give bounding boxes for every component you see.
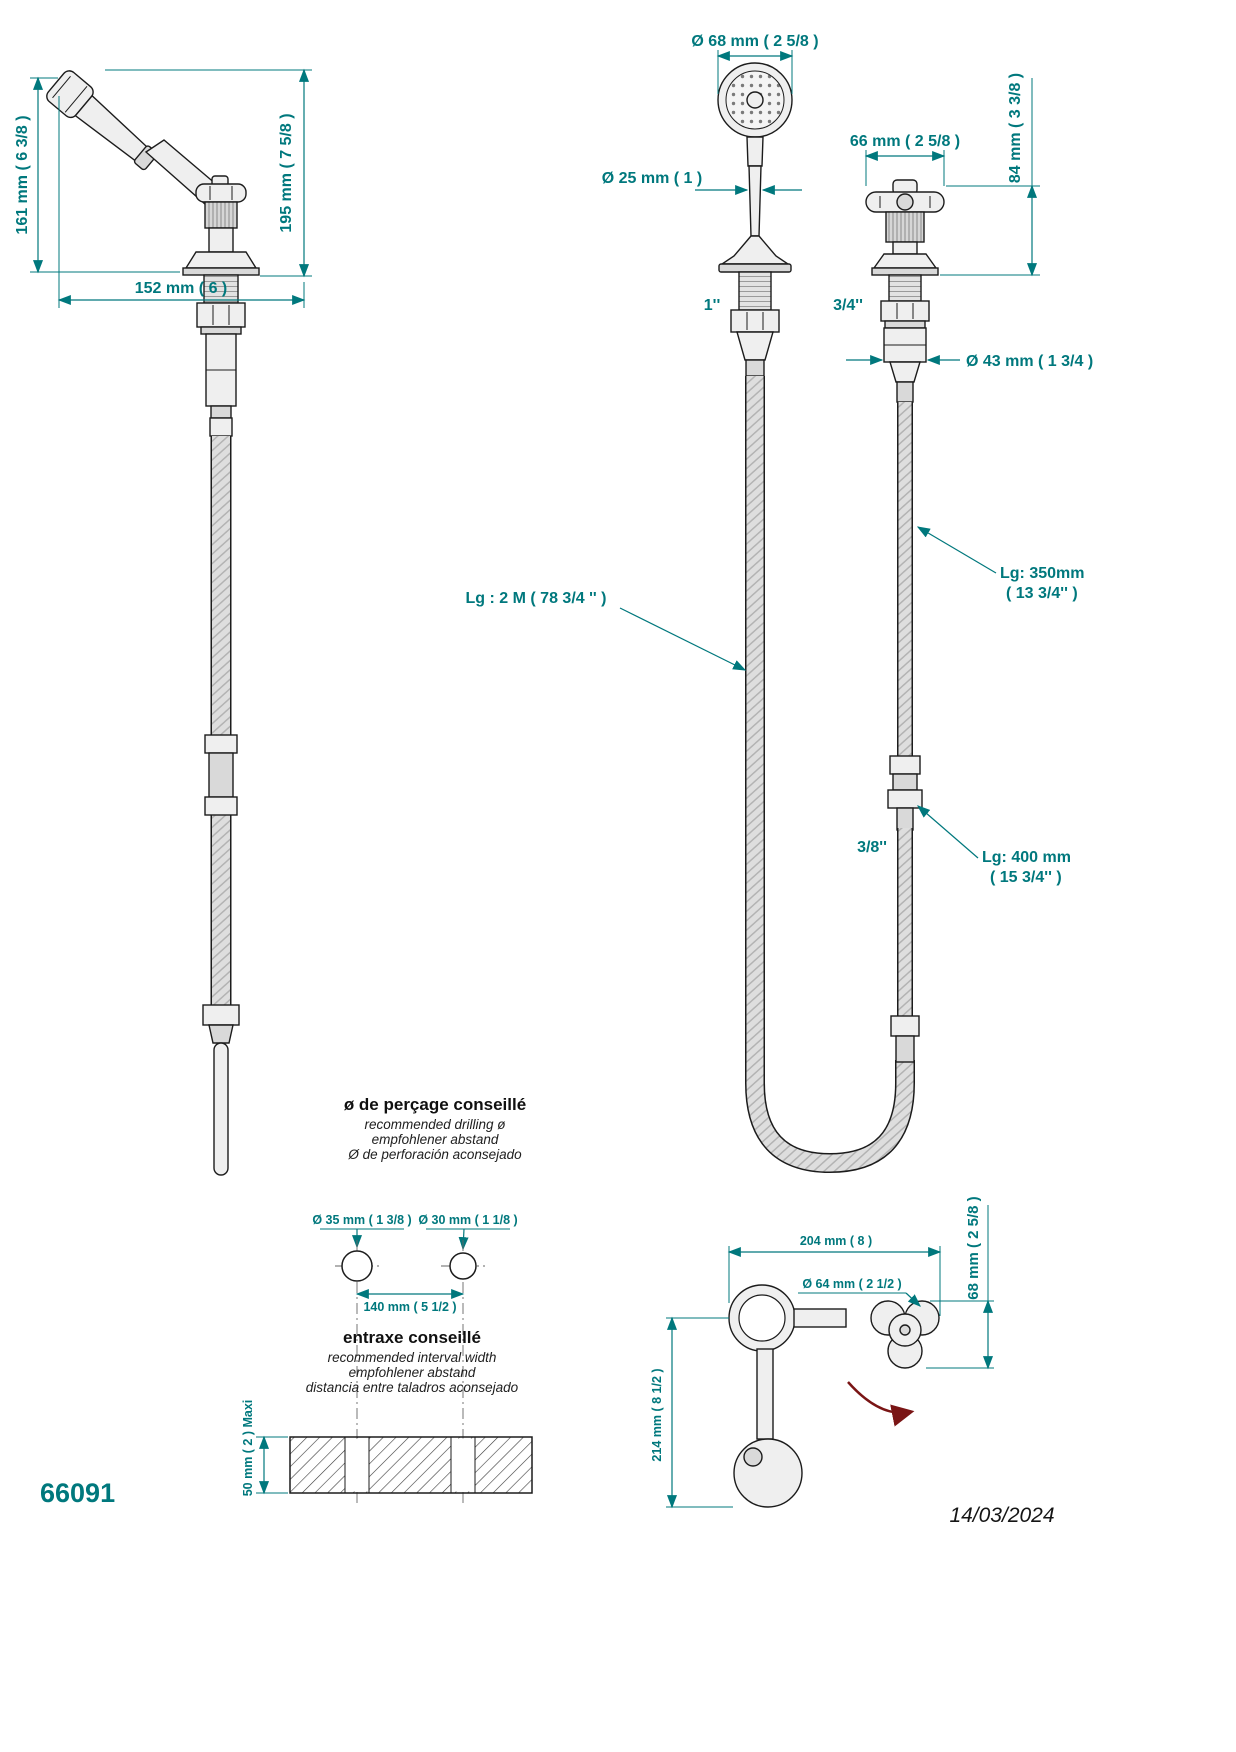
dim-handle-height-label: 84 mm ( 3 3/8 ) (1007, 73, 1024, 183)
under-deck-assembly-side (196, 274, 246, 437)
shower-head-top-icon (733, 1438, 803, 1508)
escutcheon-top-inner (738, 1294, 786, 1342)
arm-to-handle-top (793, 1308, 847, 1328)
dim-top-reach: 204 mm ( 8 ) (727, 1234, 942, 1316)
thread-shower-label: 1'' (704, 297, 721, 314)
interval-title: entraxe conseillé (343, 1328, 481, 1347)
top-view: 204 mm ( 8 ) Ø 64 mm ( 2 1/2 ) 68 mm ( 2… (650, 1196, 994, 1509)
dim-total-height: 161 mm ( 6 3/8 ) (14, 76, 180, 274)
dim-height-above-deck-label: 195 mm ( 7 5/8 ) (278, 113, 295, 232)
dim-deck-thickness-label: 50 mm ( 2 ) Maxi (241, 1400, 255, 1497)
side-view: 161 mm ( 6 3/8 ) 195 mm ( 7 5/8 ) 152 mm… (14, 68, 312, 1176)
handle-top-icon (870, 1300, 940, 1369)
dim-height-above-deck: 195 mm ( 7 5/8 ) (105, 68, 312, 278)
dim-head-diameter: Ø 68 mm ( 2 5/8 ) (691, 33, 819, 94)
front-view: Ø 68 mm ( 2 5/8 ) Ø 25 mm ( 1 ) 1'' 3/4'… (466, 33, 1093, 1174)
escutcheon-side (184, 251, 258, 269)
label-hose-350: Lg: 350mm ( 13 3/4'' ) (916, 526, 1084, 602)
drill-hole-left-icon (341, 1250, 373, 1282)
hose-2m (745, 376, 915, 1174)
shower-shank-front (730, 271, 780, 377)
thread-connector-label: 3/8'' (857, 839, 887, 856)
rotation-arrow-icon (847, 1381, 915, 1427)
product-code: 66091 (40, 1478, 115, 1508)
dim-hole-left-label: Ø 35 mm ( 1 3/8 ) (312, 1213, 411, 1227)
dim-handle-width-label: 66 mm ( 2 5/8 ) (850, 133, 960, 150)
label-hose-2m: Lg : 2 M ( 78 3/4 '' ) (466, 590, 747, 671)
cross-handle-side-icon (195, 175, 247, 253)
dim-shank-diameter-label: Ø 43 mm ( 1 3/4 ) (966, 353, 1093, 370)
dim-hole-spacing: 140 mm ( 5 1/2 ) (355, 1288, 465, 1314)
base-plate-side (182, 267, 260, 276)
dim-stem-diameter-label: Ø 25 mm ( 1 ) (602, 170, 702, 187)
thread-valve-label: 3/4'' (833, 297, 863, 314)
deck-section-icon (289, 1436, 533, 1494)
interval-line-de: empfohlener abstand (349, 1365, 476, 1380)
hose-350-label-line2: ( 13 3/4'' ) (1006, 585, 1078, 602)
shower-stem-front (718, 136, 792, 273)
dim-top-depth-label: 214 mm ( 8 1/2 ) (650, 1368, 664, 1461)
dim-top-handle-width-label: 68 mm ( 2 5/8 ) (965, 1196, 982, 1299)
hose-400-label-line1: Lg: 400 mm (982, 849, 1071, 866)
hose-side (202, 436, 240, 1176)
handshower-side-icon (46, 70, 158, 171)
drawing-date: 14/03/2024 (949, 1504, 1054, 1527)
interval-line-en: recommended interval width (328, 1350, 497, 1365)
dim-top-handle-width: 68 mm ( 2 5/8 ) (926, 1196, 994, 1370)
drilling-line-de: empfohlener abstand (372, 1132, 499, 1147)
dim-handle-height: 84 mm ( 3 3/8 ) (940, 73, 1040, 277)
hose-2m-label: Lg : 2 M ( 78 3/4 '' ) (466, 590, 607, 607)
connector-3-8-icon (887, 755, 923, 831)
drilling-title: ø de perçage conseillé (344, 1095, 526, 1114)
dim-top-head-diameter: Ø 64 mm ( 2 1/2 ) (798, 1277, 921, 1307)
dim-shank-diameter: Ø 43 mm ( 1 3/4 ) (846, 353, 1093, 370)
drill-hole-right-icon (449, 1252, 477, 1280)
dim-deck-thickness: 50 mm ( 2 ) Maxi (241, 1400, 288, 1497)
dim-head-diameter-label: Ø 68 mm ( 2 5/8 ) (691, 33, 818, 50)
spout-arm-top (756, 1348, 774, 1440)
dim-top-reach-label: 204 mm ( 8 ) (800, 1234, 872, 1248)
dim-top-head-diameter-label: Ø 64 mm ( 2 1/2 ) (802, 1277, 901, 1291)
hose-400 (890, 828, 920, 1063)
dim-handle-width: 66 mm ( 2 5/8 ) (850, 133, 960, 186)
dim-hole-right-label: Ø 30 mm ( 1 1/8 ) (418, 1213, 517, 1227)
label-hose-400: Lg: 400 mm ( 15 3/4'' ) (917, 805, 1071, 886)
valve-base-plate (871, 267, 939, 276)
drilling-line-en: recommended drilling ø (364, 1117, 505, 1132)
shower-head-top-detail (743, 1447, 763, 1467)
dim-total-height-label: 161 mm ( 6 3/8 ) (14, 115, 31, 234)
valve-escutcheon (872, 253, 938, 269)
dim-reach: 152 mm ( 6 ) (57, 96, 306, 308)
dim-top-depth: 214 mm ( 8 1/2 ) (650, 1316, 733, 1509)
dim-hole-spacing-label: 140 mm ( 5 1/2 ) (363, 1300, 456, 1314)
dim-reach-label: 152 mm ( 6 ) (135, 280, 227, 297)
shower-head-front-icon (717, 62, 793, 138)
dim-stem-diameter: Ø 25 mm ( 1 ) (602, 170, 802, 196)
hose-350-label-line1: Lg: 350mm (1000, 565, 1084, 582)
interval-line-es: distancia entre taladros aconsejado (306, 1380, 519, 1395)
valve-shank-front (880, 274, 930, 403)
hose-400-label-line2: ( 15 3/4'' ) (990, 869, 1062, 886)
drilling-note: ø de perçage conseillé recommended drill… (241, 1095, 533, 1505)
drilling-line-es: Ø de perforación aconsejado (347, 1147, 522, 1162)
